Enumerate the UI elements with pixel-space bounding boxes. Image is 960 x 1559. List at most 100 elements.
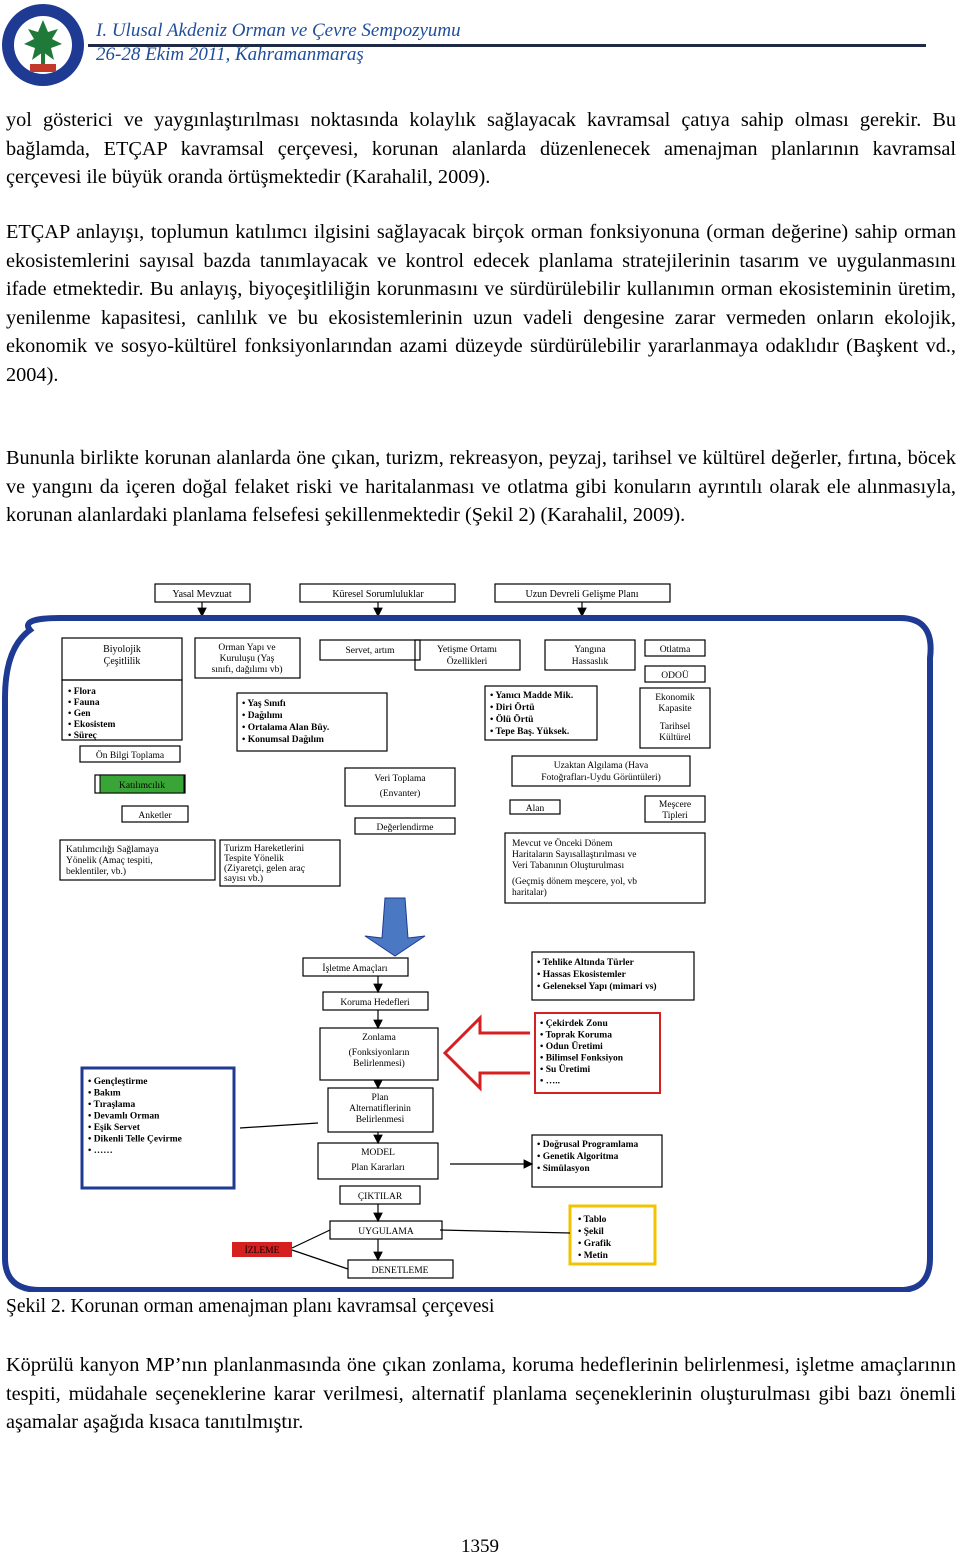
- function-item: • Su Üretimi: [540, 1062, 590, 1075]
- box-uzun-devreli-plan: Uzun Devreli Gelişme Planı: [525, 589, 638, 600]
- box-yetisme-l2: Özellikleri: [447, 655, 488, 667]
- fire-item: • Ölü Örtü: [490, 712, 534, 725]
- box-turizm-line: Tespite Yönelik: [224, 854, 284, 864]
- box-gecmis-line: (Geçmiş dönem meşcere, yol, vb: [512, 876, 637, 887]
- framework-diagram: Yasal Mevzuat Küresel Sorumluluklar Uzun D…: [1, 583, 934, 1292]
- age-item: • Konumsal Dağılım: [242, 735, 324, 745]
- box-veri-toplama: Veri Toplama: [374, 774, 426, 784]
- paragraph-4: Köprülü kanyon MP’nın planlanmasında öne…: [6, 1354, 956, 1433]
- box-mevcut-line: Haritaların Sayısallaştırılması ve: [512, 850, 637, 860]
- box-kuresel-sorumluluklar: Küresel Sorumluluklar: [332, 589, 424, 600]
- box-katilim-amac-line: Yönelik (Amaç tespiti,: [66, 855, 153, 866]
- method-item: • Genetik Algoritma: [537, 1152, 619, 1162]
- box-yangina-l1: Yangına: [574, 645, 606, 655]
- box-mevcut-line: Veri Tabanının Oluşturulması: [512, 861, 624, 871]
- box-turizm-line: sayısı vb.): [224, 873, 263, 884]
- bio-item: • Gen: [68, 709, 91, 719]
- function-item: • Bilimsel Fonksiyon: [540, 1054, 624, 1064]
- figure-caption: Şekil 2. Korunan orman amenajman planı k…: [6, 1296, 495, 1317]
- threat-item: • Tehlike Altında Türler: [537, 958, 635, 968]
- conference-title: I. Ulusal Akdeniz Orman ve Çevre Sempozy…: [96, 20, 461, 41]
- fire-item: • Diri Örtü: [490, 700, 535, 713]
- box-fonksiyon-l2: Belirlenmesi): [353, 1058, 405, 1069]
- box-denetleme: DENETLEME: [372, 1266, 429, 1276]
- box-odou: ODOÜ: [661, 669, 689, 681]
- silviculture-item: • Eşik Servet: [88, 1123, 141, 1133]
- paragraph-1: yol gösterici ve yaygınlaştırılması nokt…: [6, 109, 956, 188]
- paragraph-2: ETÇAP anlayışı, toplumun katılımcı ilgis…: [6, 221, 956, 386]
- box-on-bilgi: Ön Bilgi Toplama: [96, 749, 165, 761]
- method-item: • Simülasyon: [537, 1164, 590, 1174]
- box-mescere-l1: Meşcere: [659, 800, 691, 810]
- output-item: • Metin: [578, 1251, 609, 1261]
- box-fonksiyon-l1: (Fonksiyonların: [349, 1047, 410, 1058]
- box-model: MODEL: [361, 1148, 395, 1158]
- box-mevcut-line: Mevcut ve Önceki Dönem: [512, 837, 613, 849]
- silviculture-item: • Gençleştirme: [88, 1077, 148, 1087]
- box-tarihsel-l2: Kültürel: [659, 733, 691, 743]
- threat-item: • Hassas Ekosistemler: [537, 970, 627, 980]
- box-orman-yapi-l2: Kuruluşu (Yaş: [220, 653, 275, 664]
- threat-item: • Geleneksel Yapı (mimari vs): [537, 981, 657, 992]
- box-uzaktan-l2: Fotoğrafları-Uydu Görüntüleri): [541, 772, 661, 783]
- box-isletme-amaclari: İşletme Amaçları: [322, 962, 388, 974]
- output-item: • Şekil: [578, 1227, 604, 1237]
- conference-date: 26-28 Ekim 2011, Kahramanmaraş: [96, 44, 364, 65]
- box-katilim-amac-line: Katılımcılığı Sağlamaya: [66, 845, 159, 855]
- box-turizm-line: Turizm Hareketlerini: [224, 844, 304, 854]
- function-item: • Çekirdek Zonu: [540, 1019, 608, 1029]
- silviculture-item: • Bakım: [88, 1089, 121, 1099]
- box-yetisme-l1: Yetişme Ortamı: [437, 645, 497, 655]
- header-rule: [88, 44, 926, 47]
- box-biyolojik-l2: Çeşitlilik: [104, 656, 141, 667]
- fire-item: • Tepe Baş. Yüksek.: [490, 727, 569, 737]
- box-envanter: (Envanter): [380, 788, 421, 799]
- bio-item: • Flora: [68, 687, 96, 697]
- box-anketler: Anketler: [138, 811, 172, 821]
- box-zonlama: Zonlama: [362, 1033, 397, 1043]
- university-logo: [2, 4, 84, 86]
- function-item: • …..: [540, 1077, 560, 1087]
- paragraph-3: Bununla birlikte korunan alanlarda öne ç…: [6, 447, 956, 526]
- box-izleme: İZLEME: [245, 1244, 280, 1256]
- box-plan-kararlari: Plan Kararları: [351, 1163, 405, 1173]
- age-item: • Yaş Sınıfı: [242, 699, 286, 709]
- age-item: • Ortalama Alan Büy.: [242, 723, 329, 733]
- bio-item: • Süreç: [68, 731, 97, 741]
- function-item: • Odun Üretimi: [540, 1039, 603, 1052]
- box-alan: Alan: [526, 804, 545, 814]
- box-orman-yapi-l1: Orman Yapı ve: [218, 643, 275, 653]
- box-gecmis-line: haritalar): [512, 887, 547, 898]
- output-item: • Tablo: [578, 1215, 607, 1225]
- silviculture-item: • Devamlı Orman: [88, 1112, 160, 1122]
- box-orman-yapi-l3: sınıfı, dağılımı vb): [212, 664, 283, 675]
- silviculture-item: • Tıraşlama: [88, 1100, 135, 1110]
- page-header: I. Ulusal Akdeniz Orman ve Çevre Sempozy…: [0, 0, 960, 90]
- function-item: • Toprak Koruma: [540, 1031, 612, 1041]
- silviculture-item: • ……: [88, 1146, 113, 1156]
- fire-item: • Yanıcı Madde Mik.: [490, 691, 573, 701]
- box-plan-alt-line: Belirlenmesi: [356, 1115, 405, 1125]
- box-koruma-hedefleri: Koruma Hedefleri: [340, 997, 410, 1008]
- bio-item: • Fauna: [68, 698, 100, 708]
- box-degerlendirme: Değerlendirme: [377, 823, 434, 833]
- box-ekonomik-l2: Kapasite: [658, 704, 691, 714]
- box-katilimcilik: Katılımcılık: [119, 781, 165, 791]
- box-otlatma: Otlatma: [660, 645, 691, 655]
- method-item: • Doğrusal Programlama: [537, 1140, 639, 1150]
- bio-item: • Ekosistem: [68, 720, 115, 730]
- page-number: 1359: [461, 1536, 499, 1557]
- box-servet-artim: Servet, artım: [345, 646, 395, 656]
- box-mescere-l2: Tipleri: [662, 811, 688, 821]
- box-uzaktan-l1: Uzaktan Algılama (Hava: [554, 760, 649, 771]
- box-tarihsel-l1: Tarihsel: [660, 722, 691, 732]
- box-biyolojik-l1: Biyolojik: [103, 644, 141, 655]
- box-ciktilar: ÇIKTILAR: [358, 1192, 403, 1202]
- silviculture-item: • Dikenli Telle Çevirme: [88, 1135, 182, 1145]
- age-item: • Dağılımı: [242, 711, 283, 721]
- box-uygulama: UYGULAMA: [358, 1227, 414, 1237]
- box-katilim-amac-line: beklentiler, vb.): [66, 866, 126, 877]
- output-item: • Grafik: [578, 1239, 612, 1249]
- box-yasal-mevzuat: Yasal Mevzuat: [172, 589, 231, 600]
- box-turizm-line: (Ziyaretçi, gelen araç: [224, 863, 305, 874]
